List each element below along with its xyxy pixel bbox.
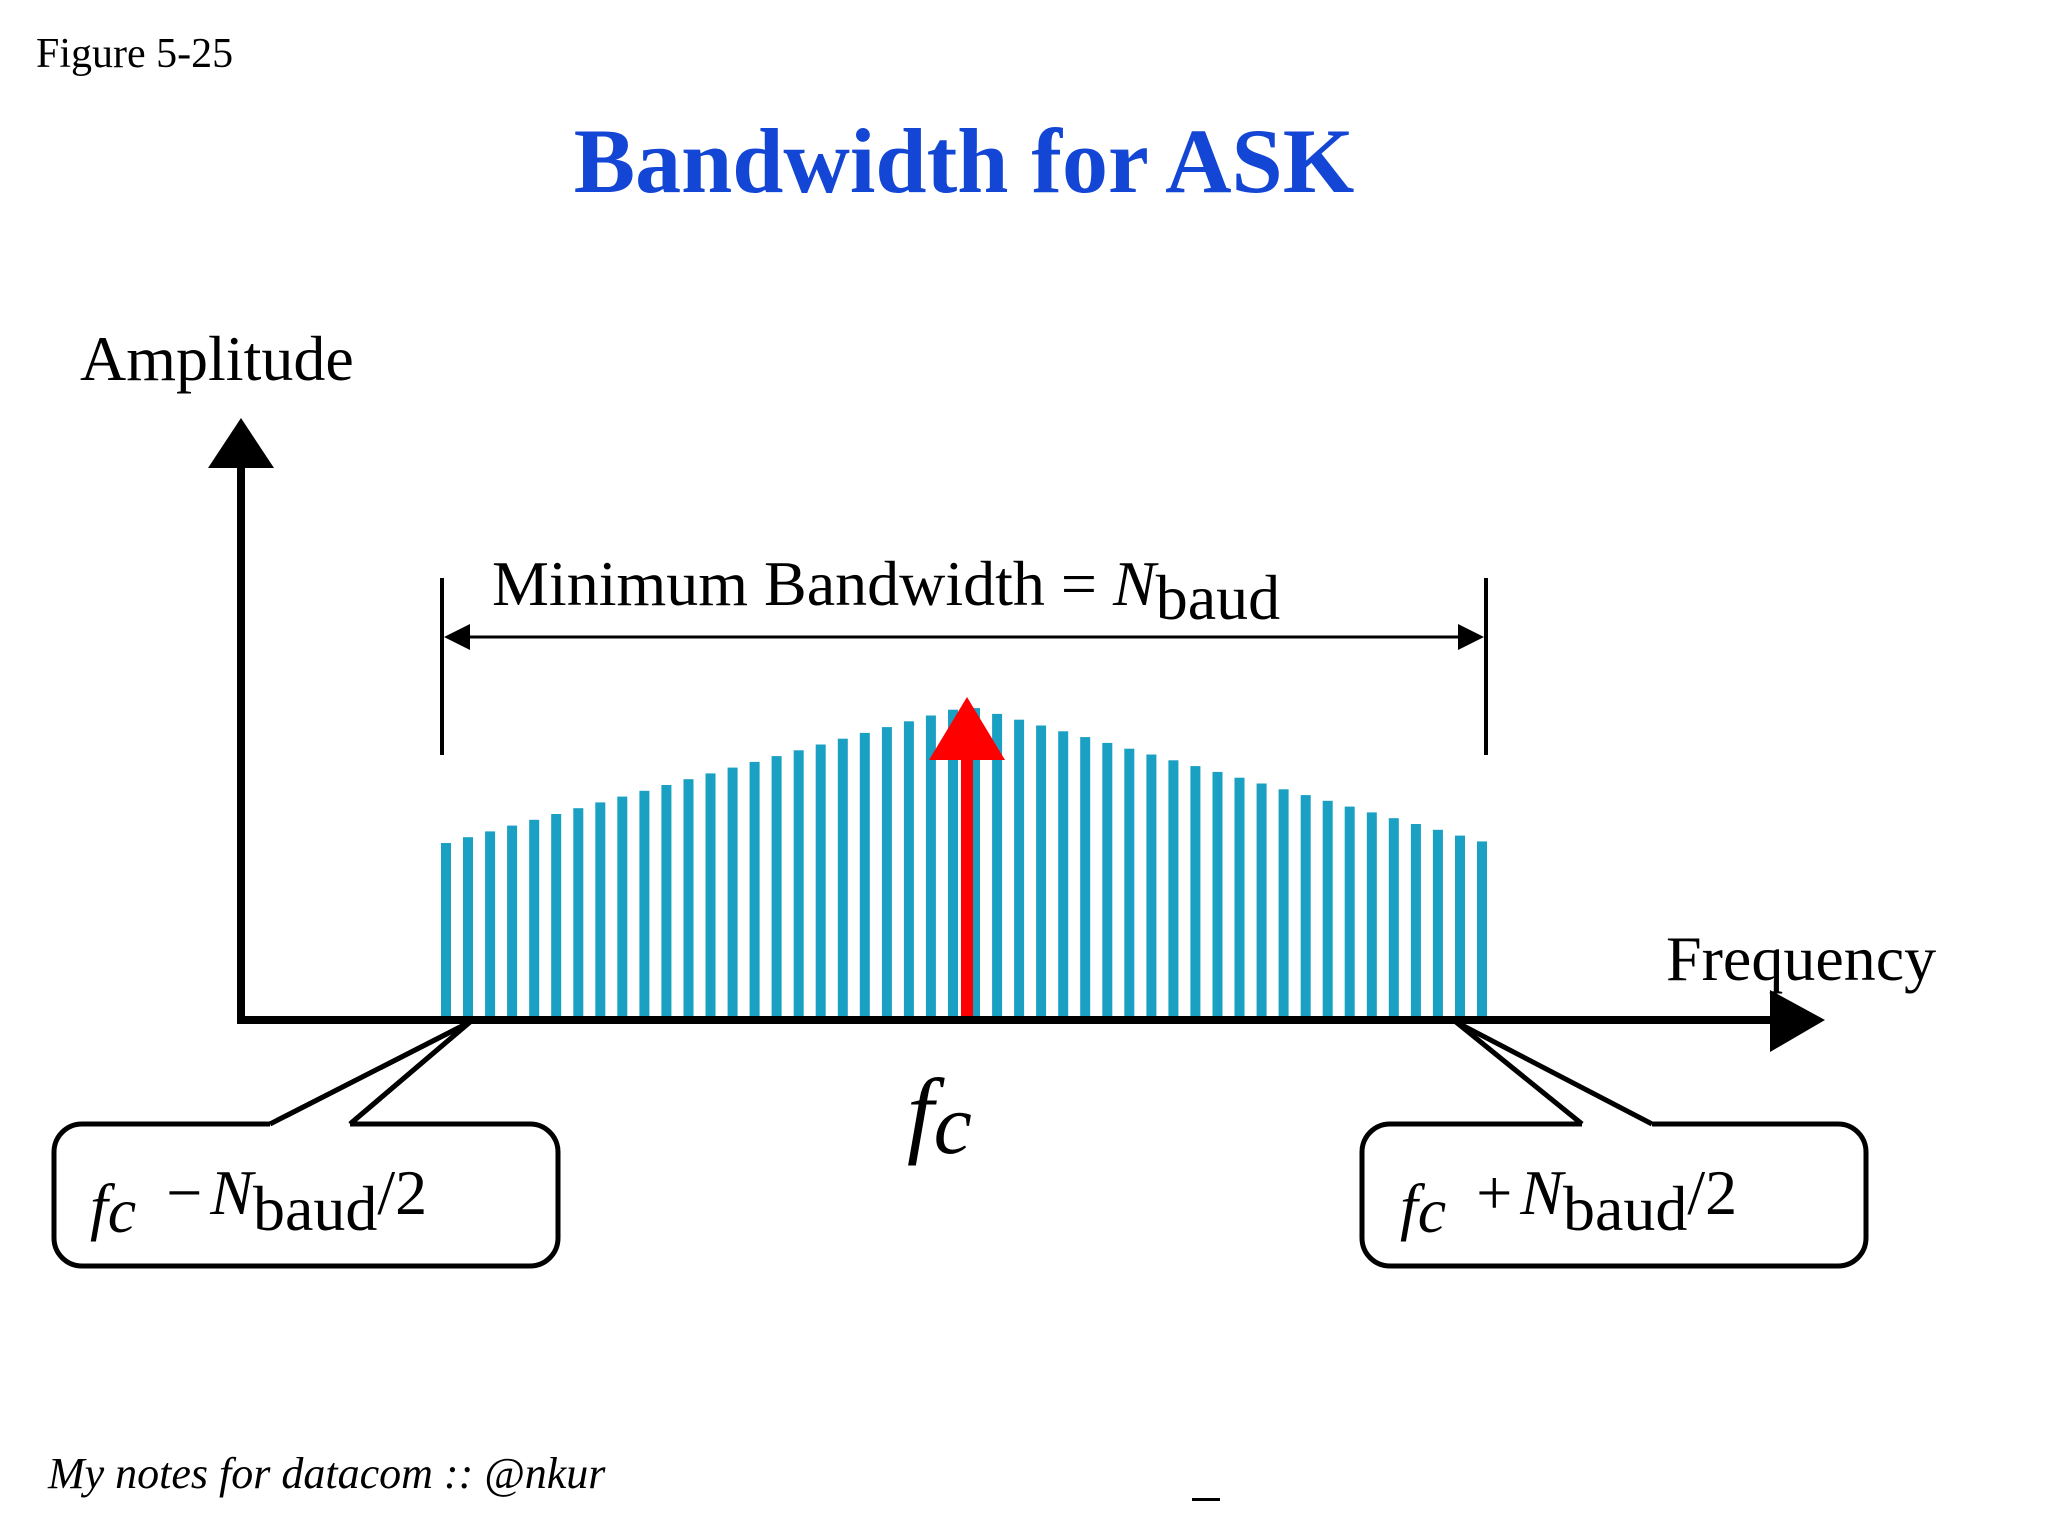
sideband-bar [551, 814, 562, 1018]
sideband-bar [1300, 795, 1311, 1018]
lower-band-edge-label: fc−Nbaud/2 [90, 1157, 427, 1246]
sideband-bar [1256, 783, 1267, 1018]
sideband-bar [1388, 818, 1399, 1018]
sideband-bar [903, 721, 914, 1018]
y-axis-label: Amplitude [80, 323, 354, 394]
sideband-bar [992, 713, 1003, 1018]
arrow-right-icon [1458, 624, 1484, 650]
sideband-bar [485, 831, 496, 1018]
sideband-bar [837, 738, 848, 1018]
y-axis [208, 418, 274, 1022]
sideband-bar [1080, 737, 1091, 1018]
sideband-bar [1410, 824, 1421, 1018]
sideband-bar [970, 708, 980, 1018]
sideband-bar [793, 750, 804, 1018]
figure-number: Figure 5-25 [36, 31, 234, 77]
sideband-bar [1455, 835, 1465, 1018]
carrier-arrow [929, 697, 1005, 1022]
sideband-bar [1322, 800, 1333, 1018]
sideband-bar [815, 744, 826, 1018]
carrier-frequency-label: fc [907, 1059, 972, 1172]
sideband-bar [1432, 829, 1443, 1018]
slide-title: Bandwidth for ASK [573, 110, 1355, 212]
upper-band-edge-label: fc+Nbaud/2 [1400, 1157, 1737, 1246]
sideband-bar [1058, 731, 1069, 1018]
sideband-bar [1234, 777, 1245, 1018]
sideband-bar [1036, 725, 1047, 1018]
sideband-bar [1146, 754, 1157, 1018]
sideband-bar [529, 819, 540, 1018]
bandwidth-label: Minimum Bandwidth = Nbaud [492, 548, 1280, 633]
sideband-bar [925, 715, 936, 1018]
sideband-bar [1168, 760, 1179, 1018]
sideband-bar [1102, 742, 1113, 1018]
x-axis-label: Frequency [1666, 923, 1936, 994]
arrow-left-icon [444, 624, 470, 650]
sideband-bar [1477, 841, 1487, 1018]
sideband-bar [749, 761, 760, 1018]
sideband-bar [639, 790, 650, 1018]
sideband-bar [661, 785, 672, 1018]
sideband-bar [463, 837, 473, 1018]
x-axis [237, 990, 1825, 1052]
footer-dash [1192, 1498, 1220, 1501]
sideband-bar [859, 732, 870, 1018]
sideband-bar [948, 709, 958, 1018]
sideband-bar [617, 796, 628, 1018]
sideband-bar [881, 727, 892, 1018]
right-callout [1359, 1019, 1869, 1269]
sideband-bars [441, 708, 1487, 1018]
left-callout [51, 1019, 561, 1269]
sideband-bar [1344, 806, 1355, 1018]
sideband-bar [727, 767, 738, 1018]
sideband-bar [507, 825, 518, 1018]
sideband-bar [573, 808, 584, 1018]
footer-note: My notes for datacom :: @nkur [48, 1449, 606, 1498]
sideband-bar [1366, 812, 1377, 1018]
sideband-bar [441, 843, 451, 1018]
sideband-bar [1212, 771, 1223, 1018]
sideband-bar [771, 756, 782, 1018]
sideband-bar [1014, 719, 1025, 1018]
sideband-bar [595, 802, 606, 1018]
sideband-bar [683, 779, 694, 1018]
sideband-bar [705, 773, 716, 1018]
sideband-bar [1190, 766, 1201, 1018]
sideband-bar [1278, 789, 1289, 1018]
bandwidth-dimension [440, 578, 1488, 755]
sideband-bar [1124, 748, 1135, 1018]
